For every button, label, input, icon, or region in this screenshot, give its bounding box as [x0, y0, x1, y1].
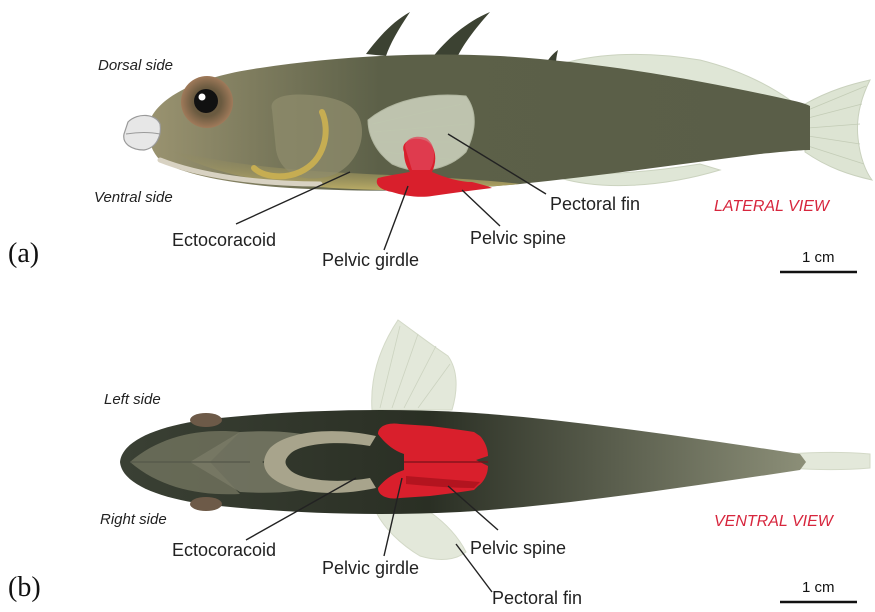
pectoral-fin-label-a: Pectoral fin: [550, 194, 640, 214]
pectoral-fin-bottom: [376, 512, 466, 559]
pectoral-fin-top: [372, 320, 456, 410]
dorsal-side-label: Dorsal side: [98, 57, 173, 74]
leader-pelvic-spine-a: [462, 190, 500, 226]
pelvic-girdle-label-b: Pelvic girdle: [322, 558, 419, 578]
eye-left-ventral: [190, 413, 222, 427]
scale-label-a: 1 cm: [802, 249, 835, 266]
dorsal-spine-2: [432, 12, 490, 60]
panel-a-lateral: Dorsal side Ventral side Pectoral fin Pe…: [8, 12, 872, 272]
pelvic-spine-label-b: Pelvic spine: [470, 538, 566, 558]
eye: [194, 89, 218, 113]
panel-a-tag: (a): [8, 238, 39, 269]
caudal-fin: [805, 80, 872, 180]
scale-label-b: 1 cm: [802, 579, 835, 596]
right-side-label: Right side: [100, 511, 167, 528]
ventral-view-label: VENTRAL VIEW: [714, 513, 835, 530]
lateral-view-label: LATERAL VIEW: [714, 198, 831, 215]
eye-right-ventral: [190, 497, 222, 511]
dorsal-spine-1: [366, 12, 410, 56]
pectoral-fin-label-b: Pectoral fin: [492, 588, 582, 608]
left-side-label: Left side: [104, 391, 161, 408]
ectocoracoid-label-b: Ectocoracoid: [172, 540, 276, 560]
pelvic-girdle-label-a: Pelvic girdle: [322, 250, 419, 270]
ectocoracoid-label-a: Ectocoracoid: [172, 230, 276, 250]
ventral-side-label: Ventral side: [94, 189, 173, 206]
pelvic-spine-label-a: Pelvic spine: [470, 228, 566, 248]
panel-b-tag: (b): [8, 572, 41, 603]
panel-b-ventral: Left side Right side Ectocoracoid Pelvic…: [8, 320, 870, 608]
leader-pelvic-girdle-a: [384, 186, 408, 250]
